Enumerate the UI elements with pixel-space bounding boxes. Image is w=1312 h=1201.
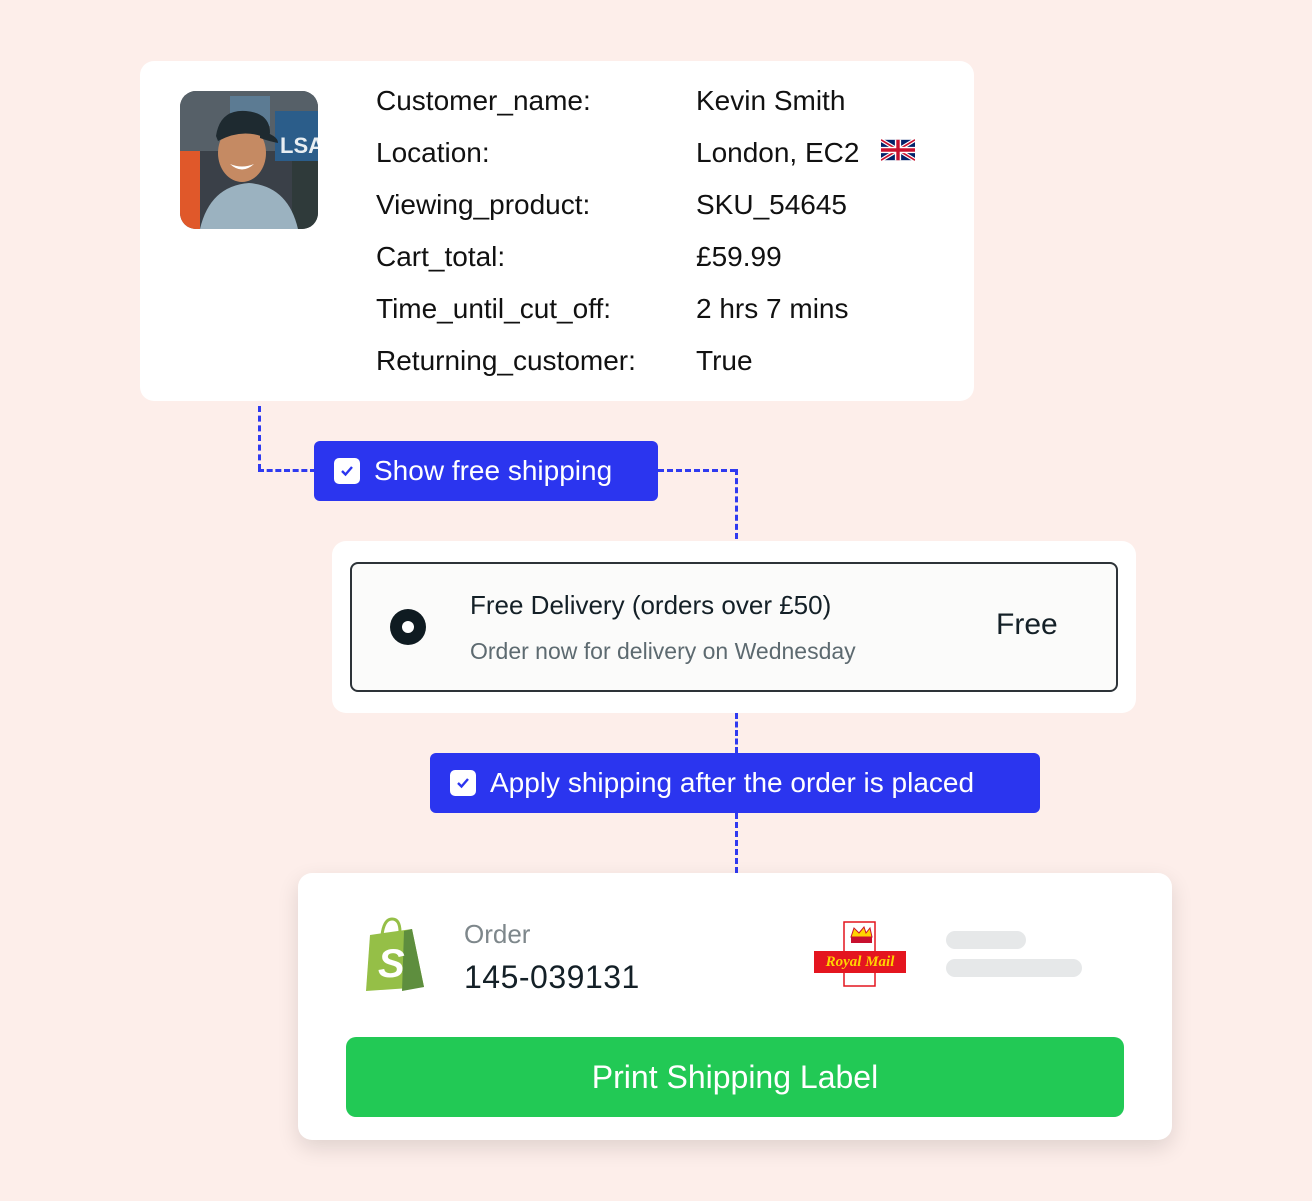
connector-line [735, 469, 738, 539]
apply-shipping-after-order-rule[interactable]: Apply shipping after the order is placed [430, 753, 1040, 813]
checkbox-checked-icon[interactable] [450, 770, 476, 796]
rule-label: Apply shipping after the order is placed [490, 767, 975, 798]
field-label: Returning_customer: [376, 345, 636, 376]
field-value: London, EC2 [696, 137, 860, 168]
field-label: Time_until_cut_off: [376, 293, 612, 324]
royal-mail-logo-text: Royal Mail [825, 954, 895, 970]
uk-flag-icon [880, 132, 917, 172]
field-label: Cart_total: [376, 241, 506, 272]
show-free-shipping-rule[interactable]: Show free shipping [314, 441, 658, 501]
shopify-bag-icon: S [364, 917, 430, 998]
customer-avatar: LSA [180, 91, 318, 229]
royal-mail-logo: Royal Mail [814, 921, 906, 987]
svg-text:LSA: LSA [280, 133, 318, 158]
connector-line [258, 469, 316, 472]
field-value: £59.99 [696, 241, 782, 272]
delivery-option-subtitle: Order now for delivery on Wednesday [470, 638, 856, 664]
connector-line [735, 713, 738, 753]
field-value: Kevin Smith [696, 85, 846, 116]
radio-selected-icon[interactable] [390, 609, 426, 645]
delivery-options-panel: Free Delivery (orders over £50) Order no… [332, 541, 1136, 713]
field-label: Location: [376, 137, 490, 168]
field-label: Customer_name: [376, 85, 591, 116]
order-label: Order [464, 919, 531, 949]
checkbox-checked-icon[interactable] [334, 458, 360, 484]
field-value-wrap: London, EC2 [696, 132, 917, 173]
field-value: 2 hrs 7 mins [696, 293, 849, 324]
placeholder-line [946, 931, 1026, 949]
connector-line [258, 406, 261, 470]
delivery-option-price: Free [996, 608, 1058, 641]
placeholder-line [946, 959, 1082, 977]
field-value: True [696, 345, 753, 376]
field-value: SKU_54645 [696, 189, 848, 220]
free-delivery-option[interactable]: Free Delivery (orders over £50) Order no… [350, 562, 1118, 692]
field-label: Viewing_product: [376, 189, 591, 220]
order-number: 145-039131 [464, 959, 640, 995]
customer-card: LSA Customer_name: Kevin Smith Location:… [140, 61, 974, 401]
connector-line [735, 813, 738, 873]
rule-label: Show free shipping [374, 455, 613, 486]
print-shipping-label-button[interactable]: Print Shipping Label [346, 1037, 1124, 1117]
connector-line [658, 469, 736, 472]
svg-text:S: S [378, 942, 405, 986]
delivery-option-title: Free Delivery (orders over £50) [470, 590, 832, 620]
order-card: S Order 145-039131 Royal Mail Print Ship… [298, 873, 1172, 1140]
